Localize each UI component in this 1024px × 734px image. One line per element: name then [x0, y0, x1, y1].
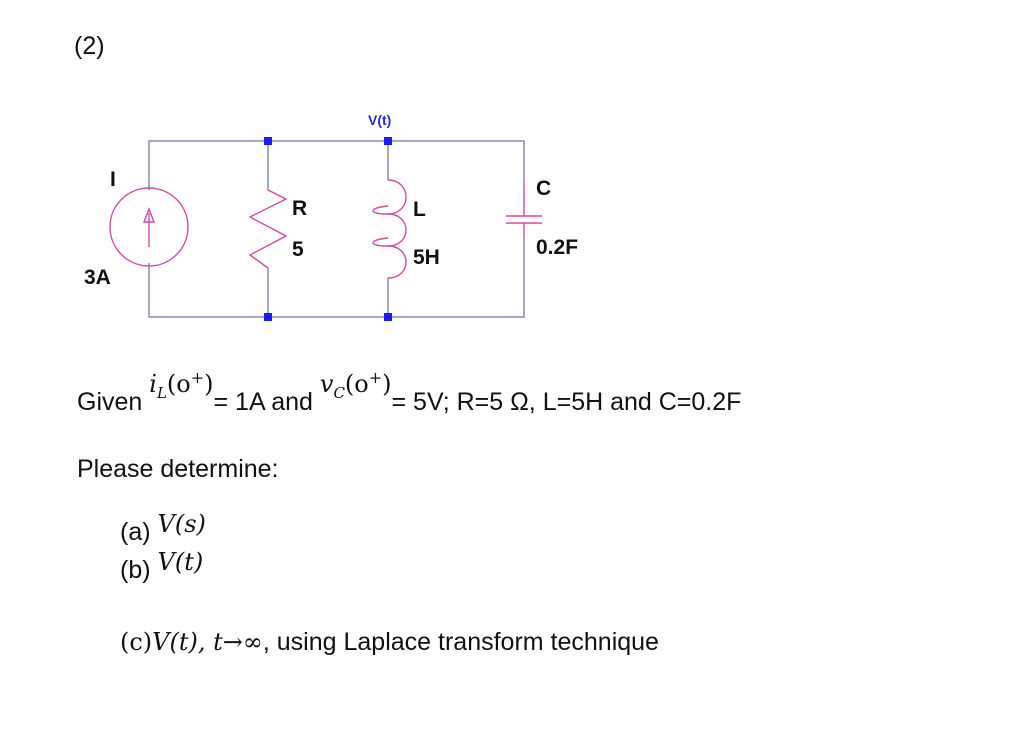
part-c-text: , using Laplace transform technique	[262, 628, 659, 656]
capacitor-value-label: 0.2F	[536, 236, 579, 259]
il-initial-expression: iL(o+)	[149, 368, 214, 402]
problem-number: (2)	[74, 32, 105, 60]
part-b: (b) V(t)	[120, 548, 203, 585]
capacitor-name-label: C	[536, 177, 552, 200]
inductor-value-label: 5H	[413, 246, 440, 269]
vc-value: = 5V; R=5 Ω, L=5H and C=0.2F	[391, 388, 742, 416]
part-c-label: (c)	[120, 628, 153, 656]
part-c-expression: V(t), t→∞	[152, 628, 263, 656]
wires	[148, 140, 525, 318]
source-name-label: I	[110, 168, 116, 191]
part-a: (a) V(s)	[120, 510, 206, 547]
inductor-icon	[372, 179, 407, 279]
resistor-name-label: R	[292, 197, 308, 220]
given-statement: Given iL(o+)= 1A and vC(o+)= 5V; R=5 Ω, …	[77, 368, 742, 420]
part-b-label: (b)	[120, 556, 151, 584]
capacitor-icon	[506, 182, 542, 236]
resistor-icon	[248, 189, 288, 269]
node-label-vt: V(t)	[368, 112, 392, 128]
vc-initial-expression: vC(o+)	[319, 368, 392, 402]
part-a-label: (a)	[120, 518, 151, 546]
source-value-label: 3A	[84, 266, 111, 289]
resistor-value-label: 5	[292, 238, 304, 261]
part-c: (c)V(t), t→∞, using Laplace transform te…	[120, 628, 659, 657]
inductor-name-label: L	[413, 198, 426, 221]
circuit-schematic	[109, 137, 542, 321]
given-prefix: Given	[77, 388, 143, 416]
node-markers	[264, 137, 392, 321]
il-value: = 1A and	[213, 388, 313, 416]
part-b-expression: V(t)	[157, 548, 204, 576]
part-a-expression: V(s)	[157, 510, 206, 538]
prompt-text: Please determine:	[77, 455, 279, 483]
current-source-icon	[109, 187, 189, 267]
